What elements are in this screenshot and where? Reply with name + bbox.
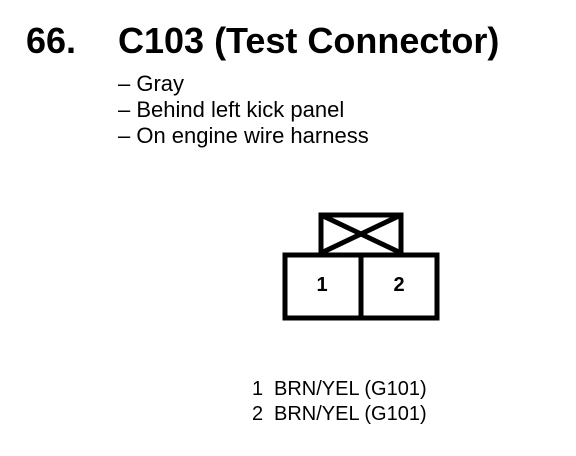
connector-face-drawing: 1 2 — [282, 212, 440, 321]
connector-diagram: 1 2 — [270, 205, 450, 330]
pin-number: 2 — [252, 403, 264, 425]
item-number: 66. — [26, 20, 77, 61]
terminal-label-2: 2 — [393, 274, 404, 296]
connector-location: – Behind left kick panel — [118, 97, 345, 122]
connector-title: C103 (Test Connector) — [118, 20, 500, 61]
pin-number: 1 — [252, 378, 264, 400]
pinout-row: 1 BRN/YEL (G101) — [252, 377, 427, 402]
wire-description: BRN/YEL (G101) — [274, 378, 427, 400]
wire-description: BRN/YEL (G101) — [274, 403, 427, 425]
pinout-row: 2 BRN/YEL (G101) — [252, 402, 427, 427]
connector-details-list: – Gray – Behind left kick panel – On eng… — [118, 71, 369, 149]
locking-tab-cross-b — [319, 212, 403, 256]
connector-harness: – On engine wire harness — [118, 123, 369, 148]
terminal-label-1: 1 — [316, 274, 327, 296]
connector-color: – Gray — [118, 71, 185, 96]
